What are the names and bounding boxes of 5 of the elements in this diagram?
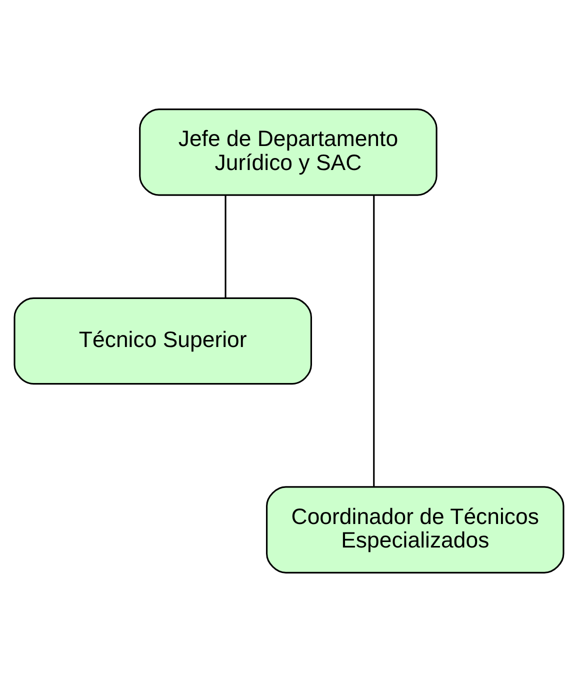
node-box: Coordinador de Técnicos Especializados: [266, 486, 564, 574]
node-box: Técnico Superior: [14, 297, 312, 385]
connector: [224, 195, 226, 298]
node-box: Jefe de Departamento Jurídico y SAC: [139, 108, 438, 196]
connector: [373, 196, 375, 486]
